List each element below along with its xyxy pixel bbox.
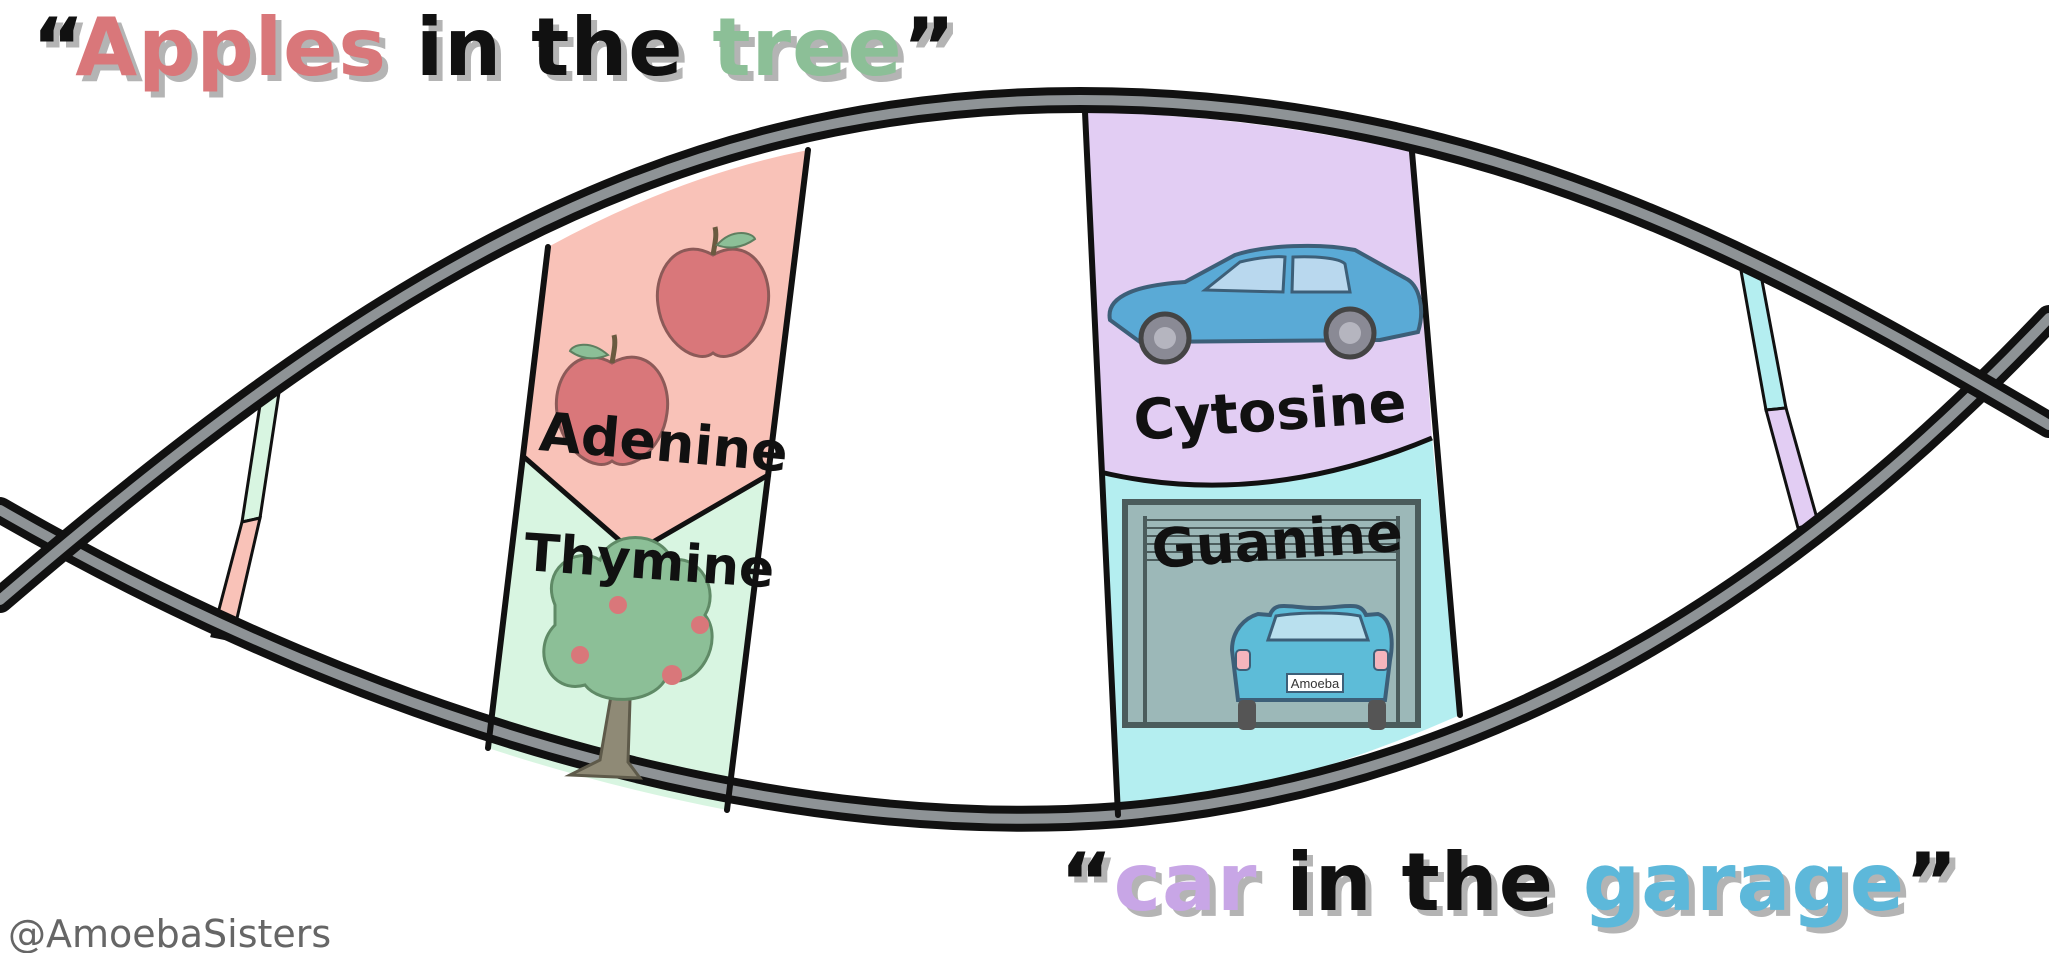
- rung-outlines: [485, 109, 1463, 818]
- cg-bond-line: [1099, 435, 1433, 488]
- top-open-quote: “: [32, 1, 78, 94]
- license-plate: [1286, 673, 1344, 693]
- top-middle-text: in the: [387, 1, 712, 94]
- credit-text: @AmoebaSisters: [8, 912, 331, 953]
- mnemonic-top: “Apples in the tree” “Apples in the tree…: [32, 1, 962, 100]
- car-icon: [1107, 243, 1424, 365]
- dna-backbone: [0, 86, 2049, 832]
- svg-text:“Apples in the tree”: “Apples in the tree”: [38, 7, 962, 100]
- apple-icon: [554, 334, 670, 466]
- bottom-middle-text: in the: [1257, 836, 1582, 929]
- bottom-close-quote: ”: [1905, 836, 1959, 929]
- license-plate-text: Amoeba: [1291, 676, 1340, 691]
- garage-icon: Amoeba: [1122, 499, 1421, 730]
- svg-text:“Apples in the tree”: “Apples in the tree”: [32, 1, 956, 94]
- right-thin-rung-bottom: [1764, 406, 1820, 530]
- top-close-quote: ”: [903, 1, 957, 94]
- bottom-open-quote: “: [1060, 836, 1114, 929]
- svg-text:“car in the garage”: “car in the garage”: [1066, 842, 1965, 935]
- svg-text:“car in the garage”: “car in the garage”: [1060, 836, 1959, 929]
- mnemonic-bottom: “car in the garage” “car in the garage”: [1060, 836, 1965, 935]
- top-word-apples: Apples: [75, 1, 387, 94]
- top-word-tree: tree: [712, 1, 902, 94]
- bottom-word-car: car: [1114, 836, 1258, 929]
- tree-icon: [542, 536, 714, 780]
- apple-icon: [655, 226, 771, 358]
- bottom-word-garage: garage: [1583, 836, 1905, 929]
